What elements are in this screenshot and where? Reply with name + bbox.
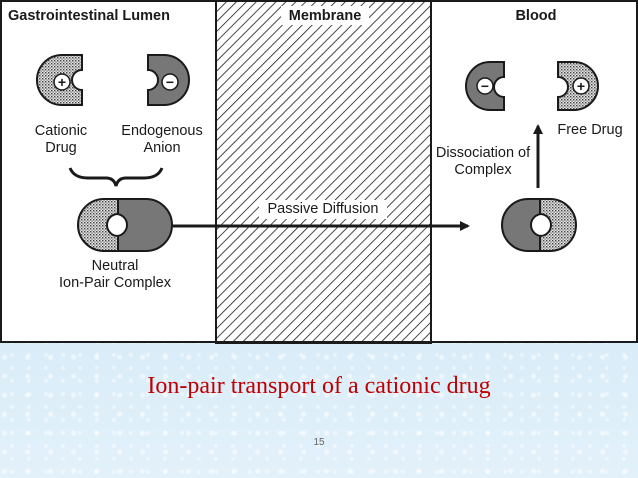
membrane-region (215, 0, 432, 344)
membrane-header: Membrane (288, 8, 362, 24)
blood-header: Blood (515, 8, 557, 24)
panel-border (0, 0, 638, 343)
dissociation-label-line2: Complex (454, 162, 512, 178)
plus-symbol: + (58, 74, 66, 90)
neutral-complex-shape (77, 198, 173, 252)
membrane-header-backdrop (281, 6, 369, 25)
free-drug-plus-symbol: + (577, 78, 585, 94)
endogenous-anion-label-line1: Endogenous (121, 123, 203, 139)
neutral-complex-label: Neutral Ion-Pair Complex (40, 258, 190, 292)
cationic-drug-label-line1: Cationic (34, 123, 88, 139)
lumen-header: Gastrointestinal Lumen (8, 8, 170, 24)
combine-brace (68, 167, 164, 187)
cationic-drug-label: Cationic Drug (24, 123, 98, 157)
passive-diffusion-label: Passive Diffusion (267, 201, 379, 217)
page-number: 15 (313, 437, 325, 448)
dissociation-label-line1: Dissociation of (435, 145, 531, 161)
diffusion-label-backdrop (259, 200, 387, 219)
dissociation-label: Dissociation of Complex (428, 145, 538, 179)
blood-anion-shape: − (465, 61, 505, 111)
minus-charge-icon (161, 73, 179, 91)
endogenous-anion-shape: − (147, 54, 190, 106)
minus-symbol: − (166, 74, 174, 90)
free-drug-shape: + (557, 61, 599, 111)
slide-caption: Ion-pair transport of a cationic drug (147, 373, 491, 399)
neutral-complex-label-line2: Ion-Pair Complex (58, 275, 171, 291)
neutral-complex-label-line1: Neutral (91, 258, 139, 274)
endogenous-anion-label-line2: Anion (143, 140, 181, 156)
free-drug-label: Free Drug (557, 122, 623, 138)
blood-complex-shape (501, 198, 577, 252)
blood-minus-symbol: − (481, 78, 489, 94)
cationic-drug-label-line2: Drug (45, 140, 77, 156)
endogenous-anion-label: Endogenous Anion (110, 123, 214, 157)
blood-minus-charge-icon (476, 77, 494, 95)
cationic-drug-shape: + (36, 54, 83, 106)
plus-charge-icon (53, 73, 71, 91)
free-drug-plus-charge-icon (572, 77, 590, 95)
